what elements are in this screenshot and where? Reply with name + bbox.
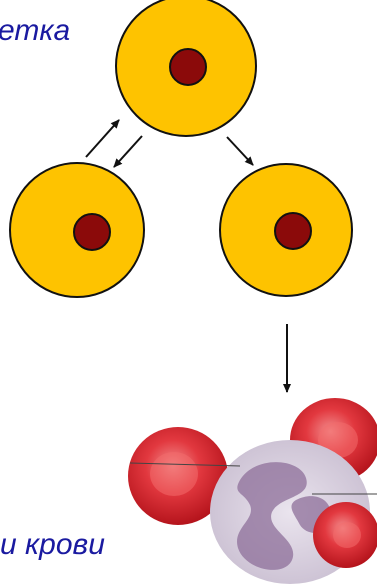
stem-cell-left-nucleus [74, 214, 110, 250]
arrow-top-to-right [227, 137, 253, 165]
red-blood-cell-bottom-right [313, 502, 377, 568]
stem-cell-right-nucleus [275, 213, 311, 249]
stem-cell-left [10, 163, 144, 297]
blood-cells-illustration [128, 398, 377, 584]
arrow-left-to-top [86, 120, 119, 157]
stem-cell-top-nucleus [170, 49, 206, 85]
stem-cell-top [116, 0, 256, 136]
stem-cell-right [220, 164, 352, 296]
arrow-top-to-left [114, 136, 142, 167]
